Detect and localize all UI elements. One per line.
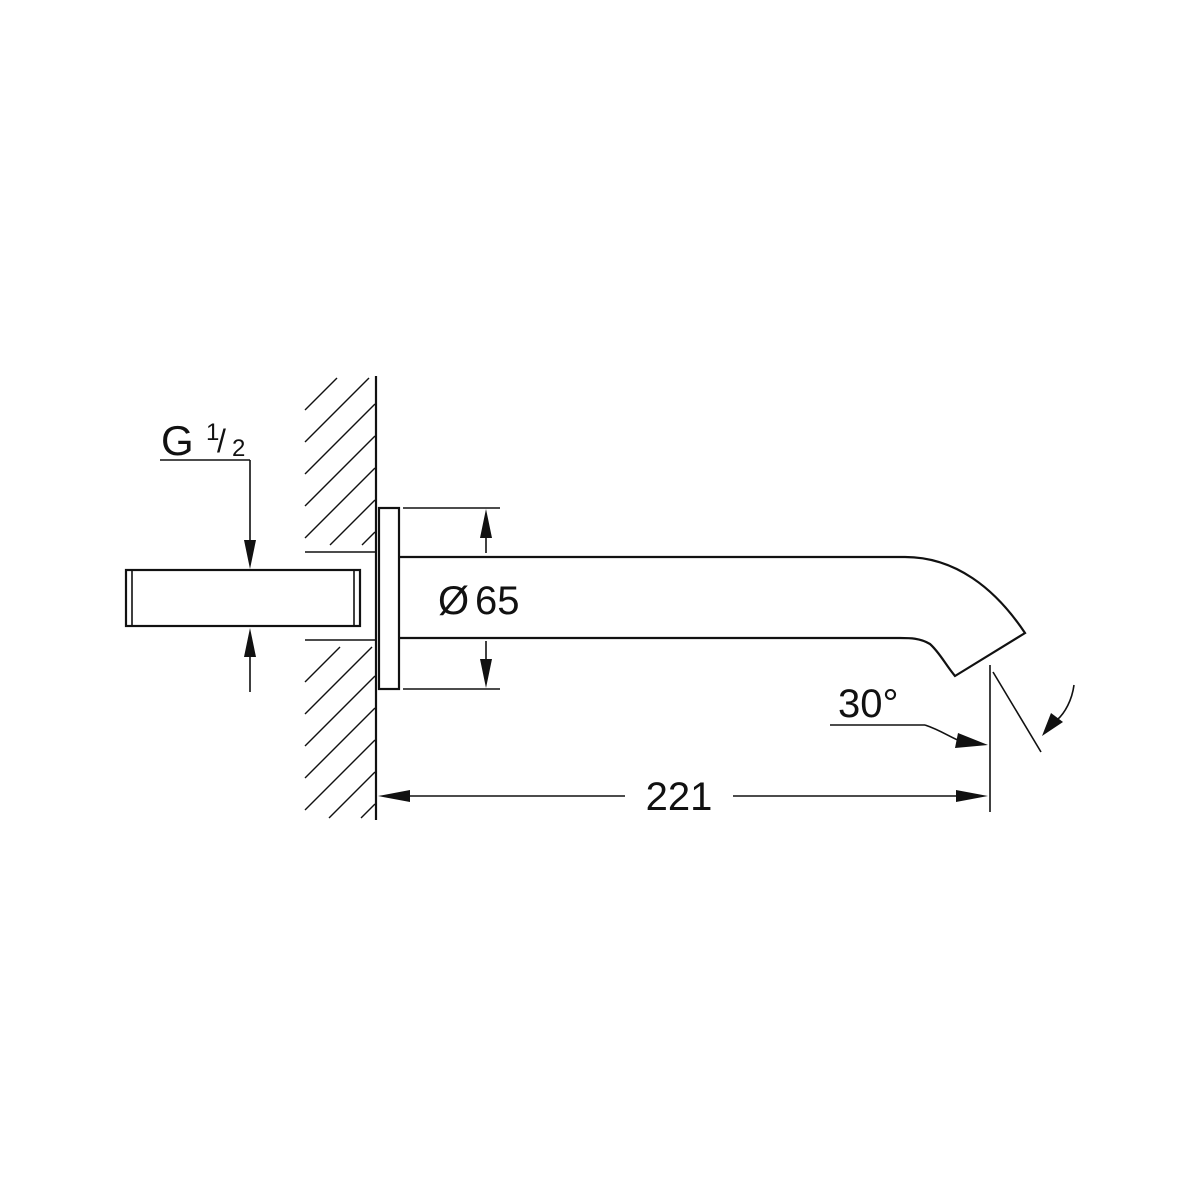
diameter-dimension: Ø 65 <box>403 507 520 690</box>
diameter-symbol: Ø <box>438 579 469 623</box>
rosette-flange <box>377 506 401 691</box>
diameter-value: 65 <box>475 579 520 623</box>
angle-dimension: 30° <box>830 665 1075 812</box>
angle-label: 30° <box>838 682 899 726</box>
thread-label-slash: / <box>217 423 226 459</box>
wall-hatching <box>304 377 376 819</box>
thread-label-numerator: 1 <box>206 419 219 446</box>
length-label: 221 <box>646 775 713 819</box>
length-dimension: 221 <box>378 775 988 819</box>
wall <box>304 376 378 820</box>
threaded-connector <box>124 551 376 641</box>
spout-body <box>399 555 1027 678</box>
thread-label-prefix: G <box>161 417 194 464</box>
thread-label-denominator: 2 <box>232 435 245 462</box>
thread-dimension: G 1 / 2 <box>160 417 256 692</box>
